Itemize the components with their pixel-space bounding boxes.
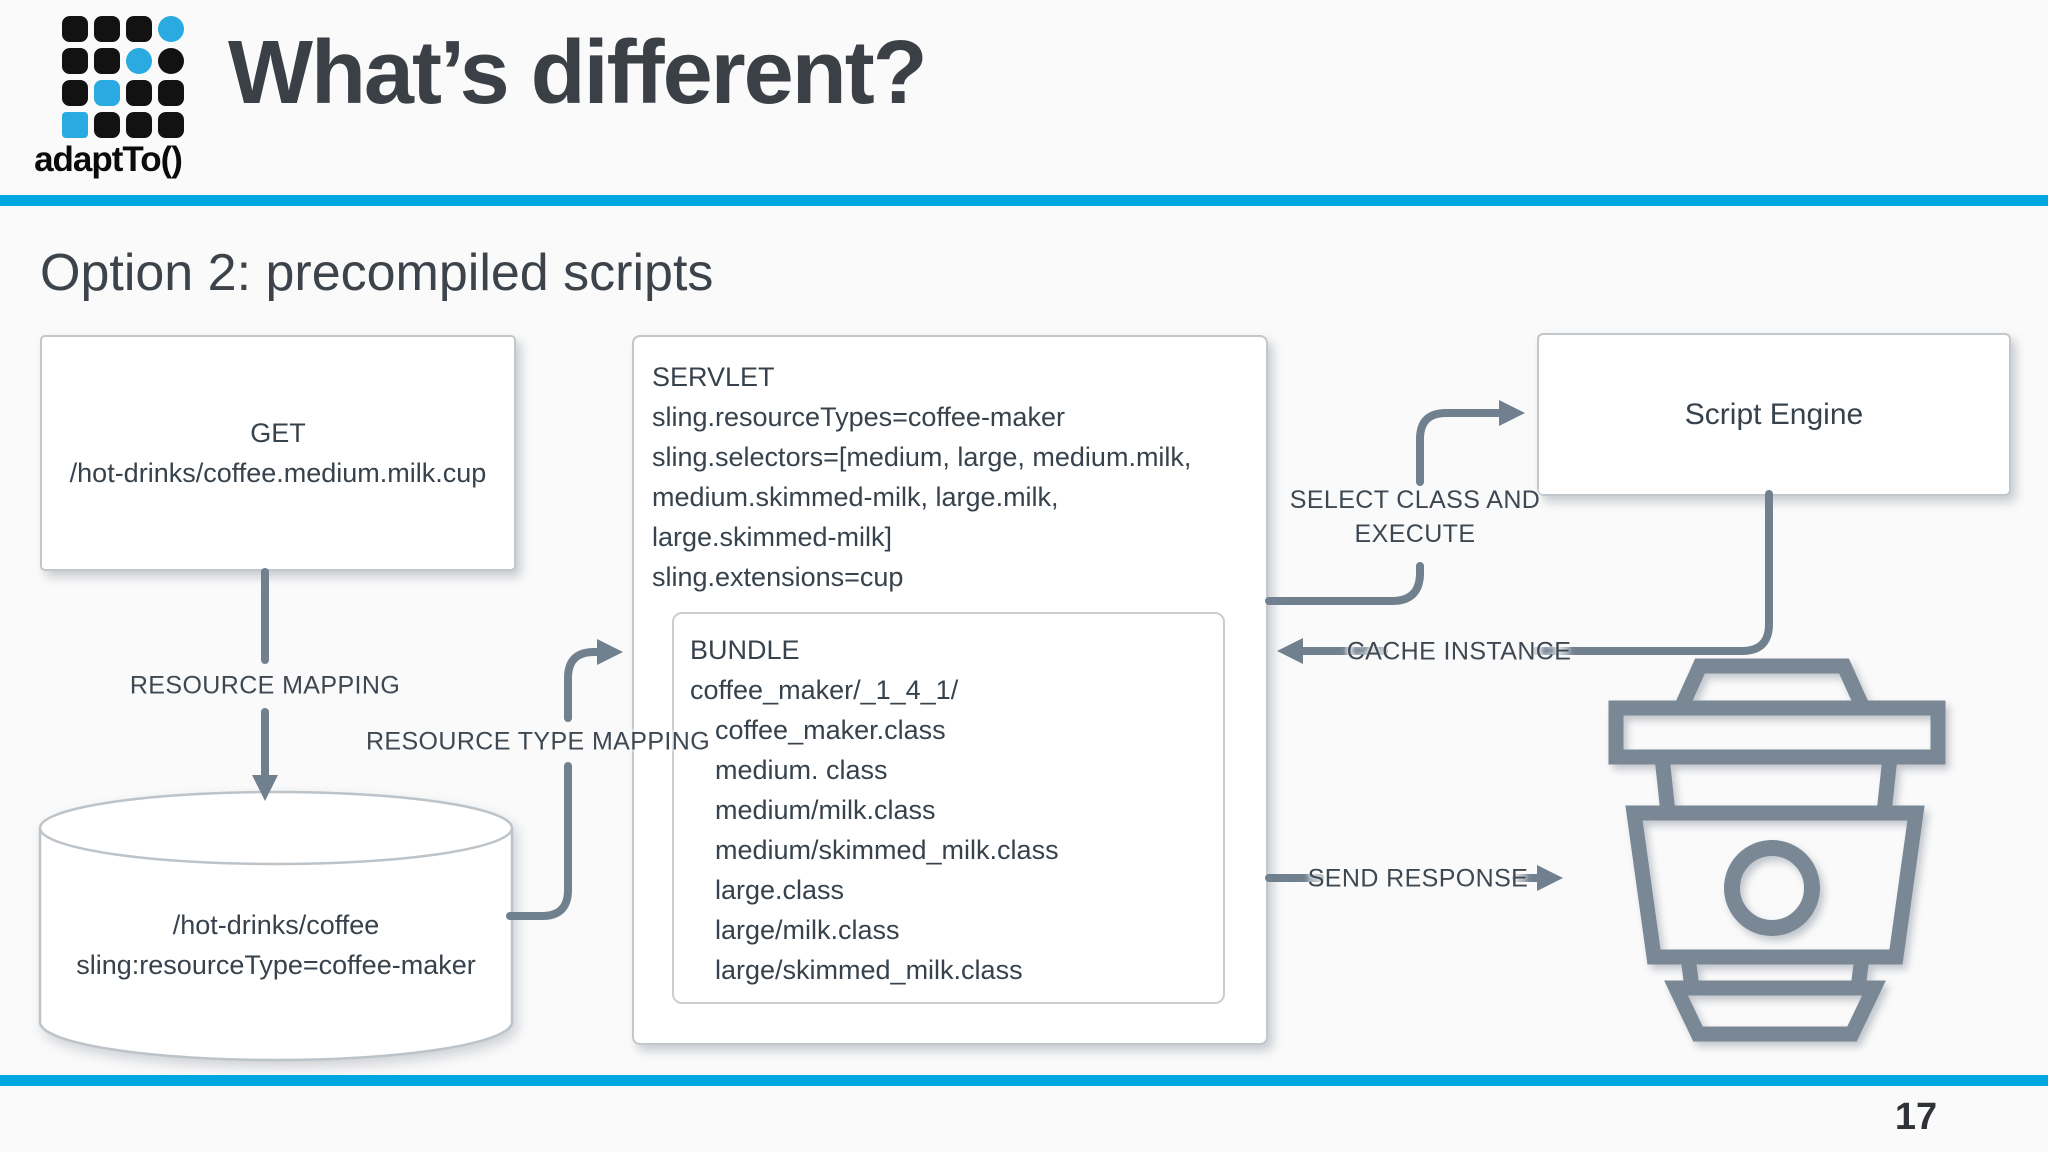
logo-dot <box>126 80 152 106</box>
resource-type-mapping-label: RESOURCE TYPE MAPPING <box>365 727 711 756</box>
select-class-arrow <box>1265 400 1525 605</box>
logo-dot <box>62 16 88 42</box>
bundle-class-file: large/skimmed_milk.class <box>715 955 1023 985</box>
servlet-title: SERVLET <box>652 362 775 392</box>
logo-dot <box>94 48 120 74</box>
bundle-class-file: large/milk.class <box>715 915 900 945</box>
script-engine-box: Script Engine <box>1537 333 2011 496</box>
database-cylinder-icon <box>38 790 514 1062</box>
bundle-class-file: large.class <box>715 875 845 905</box>
request-box: GET /hot-drinks/coffee.medium.milk.cup <box>40 335 516 571</box>
logo-dot <box>62 48 88 74</box>
resource-mapping-label: RESOURCE MAPPING <box>129 671 401 700</box>
bundle-class-file: coffee_maker.class <box>715 715 946 745</box>
bundle-path: coffee_maker/_1_4_1/ <box>690 675 959 705</box>
page-number: 17 <box>1894 1096 1938 1138</box>
brand-name: adaptTo() <box>34 140 183 179</box>
resource-type-mapping-arrow <box>506 639 623 920</box>
servlet-property: sling.resourceTypes=coffee-maker <box>652 402 1065 432</box>
logo-dot <box>94 80 120 106</box>
send-response-label: SEND RESPONSE <box>1307 864 1529 893</box>
logo-dot <box>62 112 88 138</box>
logo-dot <box>94 16 120 42</box>
request-method: GET <box>250 418 306 448</box>
adaptto-logo-icon <box>62 16 184 138</box>
repository-path: /hot-drinks/coffee <box>172 910 380 940</box>
bundle-class-file: medium/milk.class <box>715 795 936 825</box>
header-divider <box>0 195 2048 206</box>
logo-dot <box>158 112 184 138</box>
script-engine-label: Script Engine <box>1684 397 1864 431</box>
logo-dot <box>158 48 184 74</box>
servlet-property: sling.extensions=cup <box>652 562 904 592</box>
bundle-class-file: medium/skimmed_milk.class <box>715 835 1059 865</box>
cache-instance-label: CACHE INSTANCE <box>1346 637 1572 666</box>
logo-dot <box>126 48 152 74</box>
repository-resource-type: sling:resourceType=coffee-maker <box>76 950 476 980</box>
bundle-title: BUNDLE <box>690 635 800 665</box>
page-title: What’s different? <box>228 23 928 123</box>
servlet-property: sling.selectors=[medium, large, medium.m… <box>652 442 1192 552</box>
coffee-cup-icon <box>1608 658 1946 1042</box>
bundle-class-file: medium. class <box>715 755 888 785</box>
repository-text: /hot-drinks/coffee sling:resourceType=co… <box>40 905 512 985</box>
bundle-box: BUNDLE coffee_maker/_1_4_1/ coffee_maker… <box>672 612 1225 1004</box>
logo-dot <box>126 16 152 42</box>
slide-subtitle: Option 2: precompiled scripts <box>40 244 714 302</box>
logo-dot <box>158 16 184 42</box>
logo-dot <box>126 112 152 138</box>
cache-instance-arrow <box>1277 490 1773 664</box>
request-path: /hot-drinks/coffee.medium.milk.cup <box>69 458 487 488</box>
logo-dot <box>62 80 88 106</box>
logo-dot <box>94 112 120 138</box>
footer-divider <box>0 1075 2048 1086</box>
select-class-label: SELECT CLASS AND EXECUTE <box>1289 486 1541 548</box>
logo-dot <box>158 80 184 106</box>
